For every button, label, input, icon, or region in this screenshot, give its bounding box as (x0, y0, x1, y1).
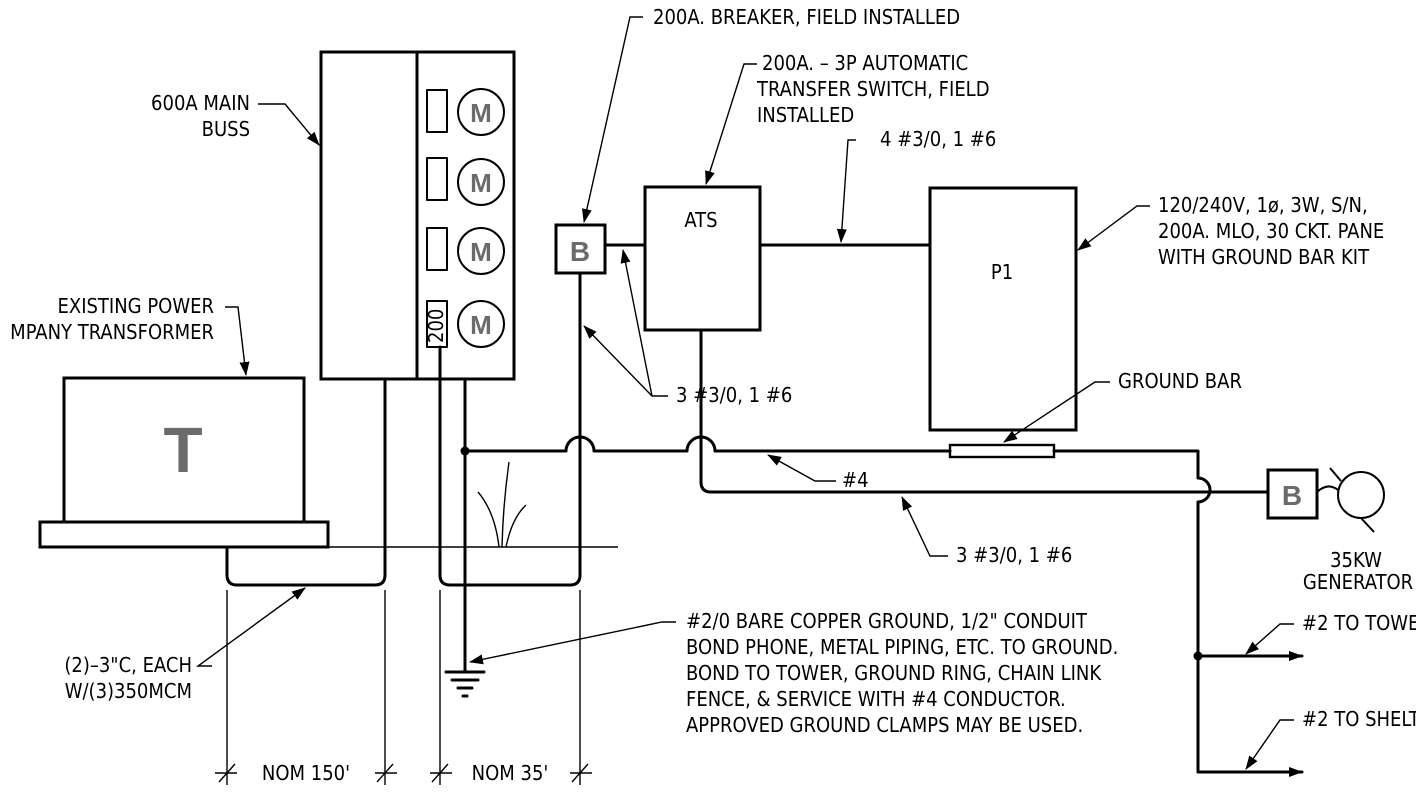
label-ats-2: TRANSFER SWITCH, FIELD (756, 77, 990, 101)
label-nom150: NOM 150' (262, 761, 350, 785)
generator-tick (1329, 467, 1342, 482)
label-copper-4: FENCE, & SERVICE WITH #4 CONDUCTOR. (686, 687, 1066, 711)
feeder-ats-to-generator (699, 328, 1270, 494)
grass-icon (477, 461, 527, 548)
generator-icon (1337, 471, 1385, 519)
label-to-shelter: #2 TO SHELT (1302, 707, 1416, 731)
ground-rod-icon (444, 670, 486, 698)
leaders (195, 16, 1294, 770)
generator-breaker-box (1266, 468, 1319, 520)
label-existing-1: EXISTING POWER (58, 294, 215, 318)
p1-label: P1 (991, 260, 1013, 284)
label-conduit-1: (2)–3"C, EACH (64, 653, 192, 677)
label-wire-gen: 3 #3/0, 1 #6 (956, 543, 1072, 567)
p1-panel-box (928, 186, 1078, 432)
label-existing-2: MPANY TRANSFORMER (10, 320, 214, 344)
meter-slot-3 (426, 227, 448, 271)
meter-slot-2 (426, 157, 448, 201)
label-wire-breaker: 3 #3/0, 1 #6 (676, 383, 792, 407)
meter-label-4: M (470, 310, 492, 340)
conduit-meter-to-breaker (438, 271, 582, 587)
label-main-buss-1: 600A MAIN (151, 91, 250, 115)
transformer-symbol: T (163, 414, 202, 486)
ats-box (643, 185, 762, 332)
label-panel-1: 120/240V, 1ø, 3W, S/N, (1158, 193, 1368, 217)
transformer: T (38, 376, 330, 549)
meter-section-box (415, 50, 516, 381)
transformer-pad (38, 520, 330, 549)
generator-connection (1316, 485, 1339, 493)
label-breaker-field: 200A. BREAKER, FIELD INSTALLED (653, 5, 960, 29)
main-buss-box (319, 50, 419, 381)
meter-label-1: M (470, 98, 492, 128)
label-gen-1: 35KW (1330, 548, 1382, 572)
label-ground-bar: GROUND BAR (1118, 369, 1242, 393)
ats-label: ATS (684, 208, 717, 232)
ground-bar (948, 443, 1056, 459)
ground-junction-dot (460, 446, 470, 456)
label-wire-ats-p1: 4 #3/0, 1 #6 (880, 127, 996, 151)
label-ats-3: INSTALLED (757, 103, 854, 127)
meter-icon-4 (457, 300, 505, 348)
label-main-buss-2: BUSS (202, 117, 250, 141)
ground-conductor-4 (463, 435, 1212, 774)
label-nom35: NOM 35' (472, 761, 549, 785)
label-gen-2: GENERATOR (1303, 570, 1413, 594)
main-buss-panel: 200 M M M M (319, 50, 516, 381)
label-copper-2: BOND PHONE, METAL PIPING, ETC. TO GROUND… (686, 635, 1118, 659)
meter-label-3: M (470, 237, 492, 267)
conduit-transformer-to-buss (225, 377, 387, 587)
generator-breaker-label: B (1282, 480, 1302, 511)
label-wire-gnd: #4 (842, 468, 869, 492)
label-panel-2: 200A. MLO, 30 CKT. PANE (1158, 219, 1384, 243)
label-conduit-2: W/(3)350MCM (65, 679, 192, 703)
label-copper-3: BOND TO TOWER, GROUND RING, CHAIN LINK (686, 661, 1102, 685)
label-to-tower: #2 TO TOWE (1302, 611, 1416, 635)
meter-breaker-slot (426, 300, 448, 348)
breaker-label: B (570, 236, 590, 267)
breaker-box (554, 223, 607, 275)
meter-breaker-label: 200 (424, 309, 448, 343)
meter-label-2: M (470, 168, 492, 198)
label-panel-3: WITH GROUND BAR KIT (1158, 245, 1370, 269)
meter-icon-3 (457, 227, 505, 275)
dimension-lines (215, 590, 592, 785)
label-copper-1: #2/0 BARE COPPER GROUND, 1/2" CONDUIT (686, 609, 1088, 633)
label-ats-1: 200A. – 3P AUTOMATIC (762, 51, 968, 75)
transformer-body (62, 376, 306, 524)
meter-icon-2 (457, 158, 505, 206)
meter-slot-1 (426, 89, 448, 133)
meter-icon-1 (457, 88, 505, 136)
generator-tick-2 (1360, 517, 1375, 533)
label-copper-5: APPROVED GROUND CLAMPS MAY BE USED. (686, 713, 1083, 737)
